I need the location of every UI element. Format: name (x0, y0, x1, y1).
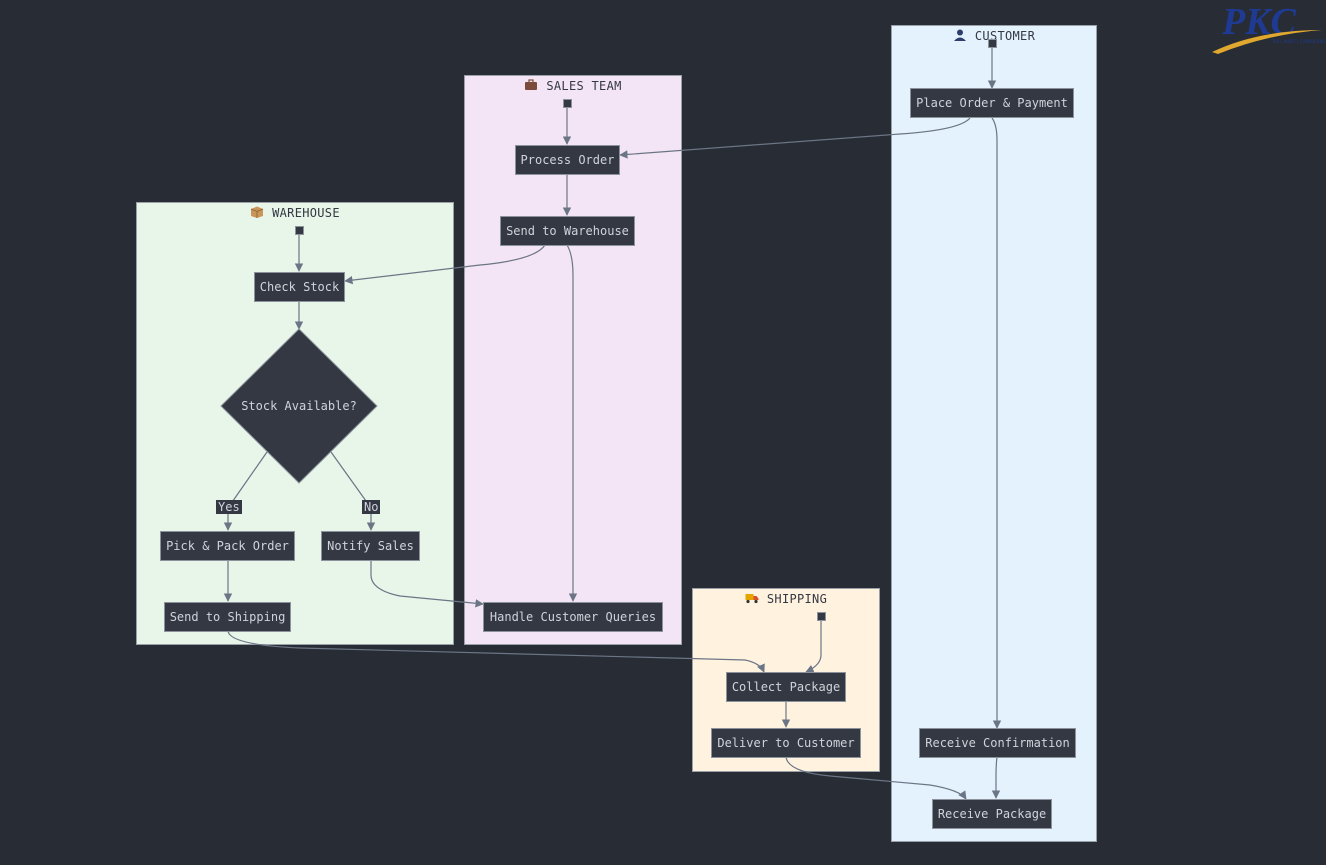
lane-warehouse-title: WAREHOUSE (137, 206, 453, 220)
node-place-order[interactable]: Place Order & Payment (910, 88, 1074, 118)
lane-sales-title: SALES TEAM (465, 79, 681, 93)
edge-label-yes: Yes (216, 500, 242, 514)
package-icon (250, 206, 264, 218)
person-icon (953, 29, 966, 41)
edge-send-shipping-collect-package (227, 630, 765, 673)
decision-diamond (220, 328, 378, 484)
start-sales (563, 99, 572, 108)
edge-send-warehouse-handle-queries (566, 244, 578, 602)
edge-send-warehouse-check-stock (344, 244, 546, 285)
edge-confirmation-receive-package (991, 756, 1001, 799)
node-receive-confirmation[interactable]: Receive Confirmation (919, 728, 1076, 758)
node-notify-sales[interactable]: Notify Sales (321, 531, 420, 561)
node-pick-pack-order[interactable]: Pick & Pack Order (160, 531, 295, 561)
svg-text:PKC: PKC (1221, 1, 1297, 43)
edge-place-order-receive-confirmation (991, 117, 1002, 729)
node-check-stock[interactable]: Check Stock (254, 272, 345, 302)
lane-customer: CUSTOMER (891, 25, 1097, 842)
briefcase-icon (525, 79, 538, 90)
lane-shipping-label: SHIPPING (766, 592, 828, 606)
node-process-order[interactable]: Process Order (515, 145, 620, 175)
decision-label: Stock Available? (241, 399, 357, 413)
node-handle-customer-queries[interactable]: Handle Customer Queries (483, 602, 663, 632)
node-send-to-warehouse[interactable]: Send to Warehouse (500, 216, 635, 246)
start-customer (988, 39, 997, 48)
edge-label-no: No (362, 500, 381, 514)
edge-start-collect-package (805, 621, 822, 673)
start-warehouse (295, 226, 304, 235)
truck-icon (745, 594, 759, 604)
node-deliver-to-customer[interactable]: Deliver to Customer (711, 728, 861, 758)
start-shipping (817, 612, 826, 621)
edge-deliver-receive-package (785, 756, 967, 800)
edge-notify-sales-handle-queries (370, 560, 484, 608)
edge-decision-yes (223, 451, 268, 531)
node-collect-package[interactable]: Collect Package (726, 672, 846, 702)
lane-shipping-title: SHIPPING (693, 592, 879, 606)
pkc-logo: PKC TAX | AUDIT | CONSULTING (1212, 1, 1326, 54)
lane-sales-label: SALES TEAM (546, 79, 622, 93)
node-send-to-shipping[interactable]: Send to Shipping (164, 602, 291, 632)
node-receive-package[interactable]: Receive Package (932, 799, 1052, 829)
edge-decision-no (330, 451, 376, 531)
svg-text:TAX | AUDIT | CONSULTING: TAX | AUDIT | CONSULTING (1271, 39, 1326, 44)
edge-place-order-process-order (619, 117, 971, 159)
lane-warehouse-label: WAREHOUSE (272, 206, 340, 220)
